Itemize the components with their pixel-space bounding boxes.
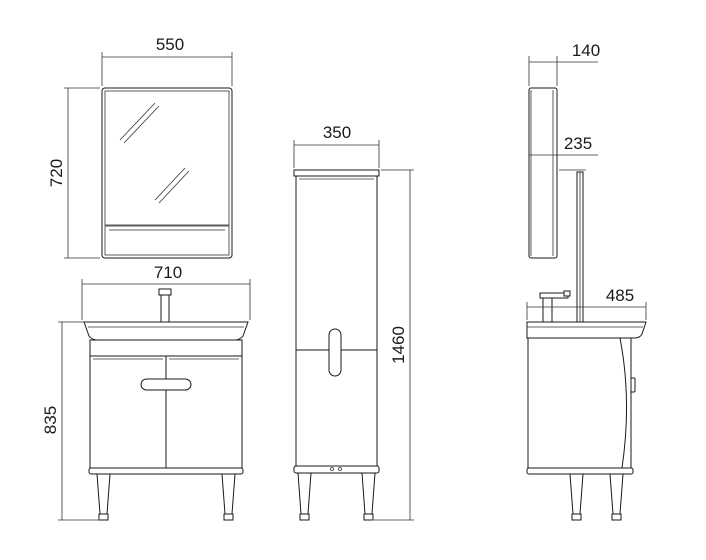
dim-mirror-offset: 235 [564, 134, 592, 153]
vanity-handle [140, 378, 192, 391]
dim-tall-cabinet-width: 350 [323, 123, 351, 142]
vanity-front: 710 835 [41, 263, 251, 521]
dim-vanity-depth: 485 [606, 286, 634, 305]
dim-mirror-depth: 140 [572, 41, 600, 60]
dim-basin-width: 710 [154, 263, 182, 282]
mirror-cabinet-front: 550 720 [47, 35, 233, 259]
dim-mirror-width: 550 [156, 35, 184, 54]
tall-cabinet-front: 350 1460 [293, 123, 414, 521]
side-handle [630, 377, 636, 393]
dim-tall-cabinet-height: 1460 [389, 326, 408, 364]
dim-mirror-height: 720 [47, 159, 66, 187]
dim-vanity-height: 835 [41, 406, 60, 434]
side-view: 140 235 485 [526, 41, 647, 521]
tall-cabinet-handle [328, 328, 342, 377]
mirror-glare-marks [119, 102, 190, 204]
